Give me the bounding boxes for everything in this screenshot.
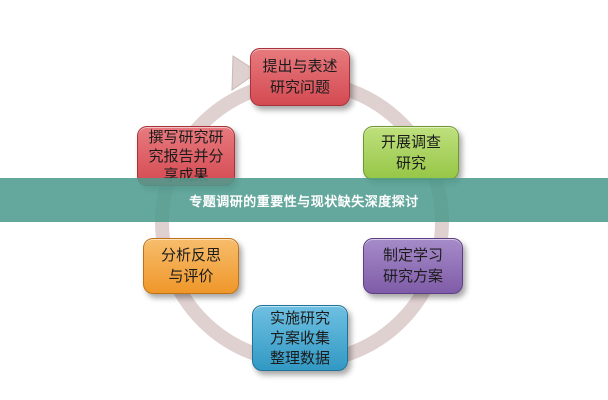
node-make-plan: 制定学习 研究方案 (363, 238, 463, 294)
node-reflect-evaluate: 分析反思 与评价 (143, 238, 239, 294)
title-banner: 专题调研的重要性与现状缺失深度探讨 (0, 178, 608, 222)
cycle-arrowhead (231, 55, 259, 91)
node-make-plan-label: 制定学习 研究方案 (382, 246, 443, 285)
node-propose-question: 提出与表述 研究问题 (250, 48, 350, 106)
node-conduct-survey-label: 开展调查 研究 (380, 133, 441, 172)
banner-title: 专题调研的重要性与现状缺失深度探讨 (189, 194, 419, 210)
node-conduct-survey: 开展调查 研究 (363, 126, 459, 180)
node-collect-data: 实施研究 方案收集 整理数据 (252, 305, 348, 371)
node-write-report-label: 撰写研究研 究报告并分 享成果 (148, 127, 224, 184)
node-write-report: 撰写研究研 究报告并分 享成果 (137, 126, 235, 186)
node-reflect-evaluate-label: 分析反思 与评价 (160, 246, 221, 285)
node-collect-data-label: 实施研究 方案收集 整理数据 (269, 309, 330, 367)
node-propose-question-label: 提出与表述 研究问题 (262, 57, 338, 96)
